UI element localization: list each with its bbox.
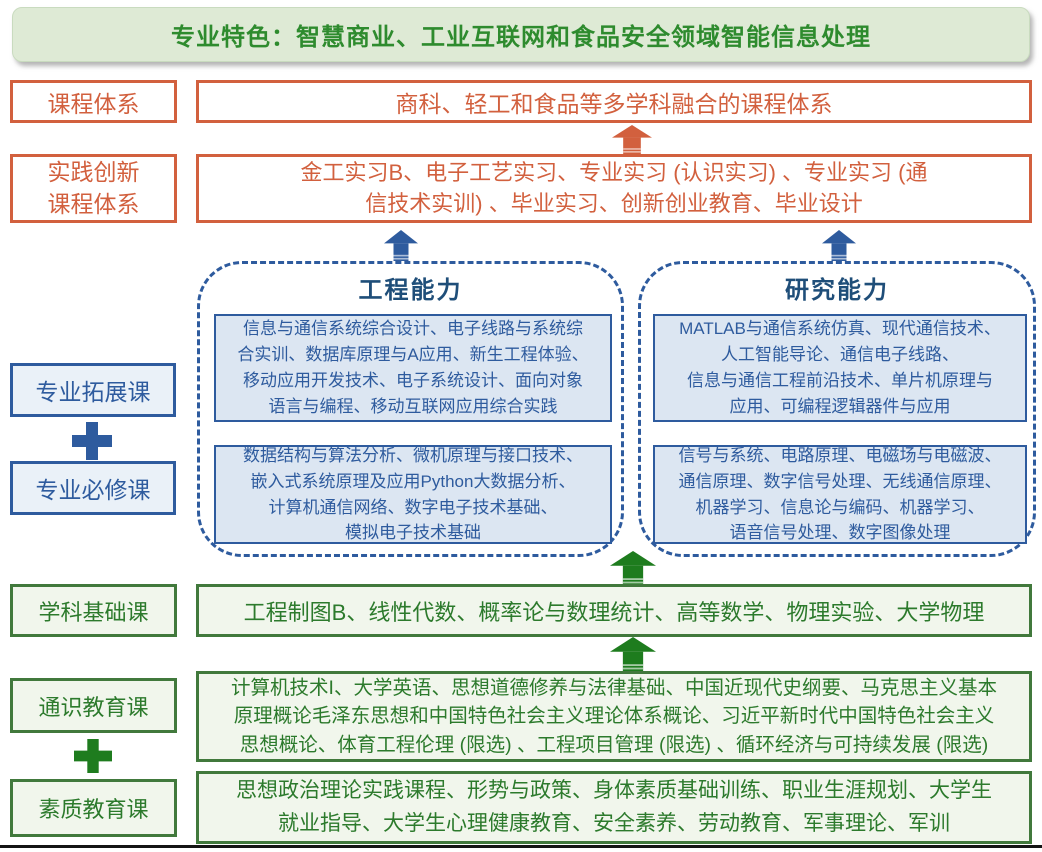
quality-education-label-text: 素质教育课 — [38, 797, 149, 822]
practice-innovation-content-text: 金工实习B、电子工艺实习、专业实习 (认识实习) 、专业实习 (通 信技术实训)… — [300, 159, 928, 216]
quality-education-content: 思想政治理论实践课程、形势与政策、身体素质基础训练、职业生涯规划、大学生 就业指… — [196, 771, 1032, 844]
curriculum-system-content: 商科、轻工和食品等多学科融合的课程体系 — [196, 80, 1032, 123]
up-arrow-green-upper-icon — [610, 551, 656, 585]
major-required-label-text: 专业必修课 — [35, 477, 151, 503]
major-expansion-label: 专业拓展课 — [10, 363, 176, 417]
research-extension-courses: MATLAB与通信系统仿真、现代通信技术、 人工智能导论、通信电子线路、 信息与… — [653, 314, 1027, 422]
up-arrow-blue-left-icon — [384, 230, 418, 261]
research-capability-title: 研究能力 — [785, 277, 889, 304]
up-arrow-green-lower-icon — [610, 637, 656, 671]
practice-innovation-label-text: 实践创新 课程体系 — [47, 159, 140, 217]
page-title: 专业特色：智慧商业、工业互联网和食品安全领域智能信息处理 — [12, 7, 1030, 62]
curriculum-system-content-text: 商科、轻工和食品等多学科融合的课程体系 — [395, 90, 833, 117]
general-education-label: 通识教育课 — [10, 678, 177, 733]
subject-foundation-label: 学科基础课 — [10, 584, 177, 637]
bottom-divider — [0, 845, 1042, 848]
up-arrow-red-icon — [612, 125, 652, 154]
research-required-courses: 信号与系统、电路原理、电磁场与电磁波、 通信原理、数字信号处理、无线通信原理、 … — [653, 445, 1027, 544]
engineering-extension-courses-text: 信息与通信系统综合设计、电子线路与系统综 合实训、数据库原理与A应用、新生工程体… — [237, 319, 589, 416]
quality-education-content-text: 思想政治理论实践课程、形势与政策、身体素质基础训练、职业生涯规划、大学生 就业指… — [236, 778, 992, 835]
plus-green-icon — [74, 739, 112, 773]
page-title-text: 专业特色：智慧商业、工业互联网和食品安全领域智能信息处理 — [171, 24, 871, 51]
quality-education-label: 素质教育课 — [10, 779, 177, 837]
up-arrow-blue-right-icon — [822, 230, 856, 261]
research-capability-group: 研究能力 MATLAB与通信系统仿真、现代通信技术、 人工智能导论、通信电子线路… — [638, 261, 1036, 557]
engineering-capability-title: 工程能力 — [358, 277, 463, 304]
engineering-extension-courses: 信息与通信系统综合设计、电子线路与系统综 合实训、数据库原理与A应用、新生工程体… — [214, 314, 612, 422]
general-education-label-text: 通识教育课 — [38, 694, 149, 720]
subject-foundation-content: 工程制图B、线性代数、概率论与数理统计、高等数学、物理实验、大学物理 — [196, 584, 1032, 637]
practice-innovation-label: 实践创新 课程体系 — [10, 154, 177, 223]
research-required-courses-text: 信号与系统、电路原理、电磁场与电磁波、 通信原理、数字信号处理、无线通信原理、 … — [678, 445, 1002, 543]
curriculum-system-label: 课程体系 — [10, 80, 177, 123]
major-expansion-label-text: 专业拓展课 — [35, 379, 151, 405]
practice-innovation-content: 金工实习B、电子工艺实习、专业实习 (认识实习) 、专业实习 (通 信技术实训)… — [196, 154, 1032, 223]
engineering-capability-group: 工程能力 信息与通信系统综合设计、电子线路与系统综 合实训、数据库原理与A应用、… — [197, 261, 624, 557]
subject-foundation-label-text: 学科基础课 — [38, 599, 149, 625]
major-required-label: 专业必修课 — [10, 461, 176, 515]
subject-foundation-content-text: 工程制图B、线性代数、概率论与数理统计、高等数学、物理实验、大学物理 — [243, 599, 985, 625]
curriculum-system-label-text: 课程体系 — [47, 90, 140, 117]
research-extension-courses-text: MATLAB与通信系统仿真、现代通信技术、 人工智能导论、通信电子线路、 信息与… — [679, 319, 1001, 416]
engineering-required-courses-text: 数据结构与算法分析、微机原理与接口技术、 嵌入式系统原理及应用Python大数据… — [243, 445, 583, 543]
general-education-content-text: 计算机技术I、大学英语、思想道德修养与法律基础、中国近现代史纲要、马克思主义基本… — [231, 676, 997, 756]
engineering-required-courses: 数据结构与算法分析、微机原理与接口技术、 嵌入式系统原理及应用Python大数据… — [214, 445, 612, 544]
plus-blue-icon — [72, 422, 112, 460]
general-education-content: 计算机技术I、大学英语、思想道德修养与法律基础、中国近现代史纲要、马克思主义基本… — [196, 671, 1032, 762]
